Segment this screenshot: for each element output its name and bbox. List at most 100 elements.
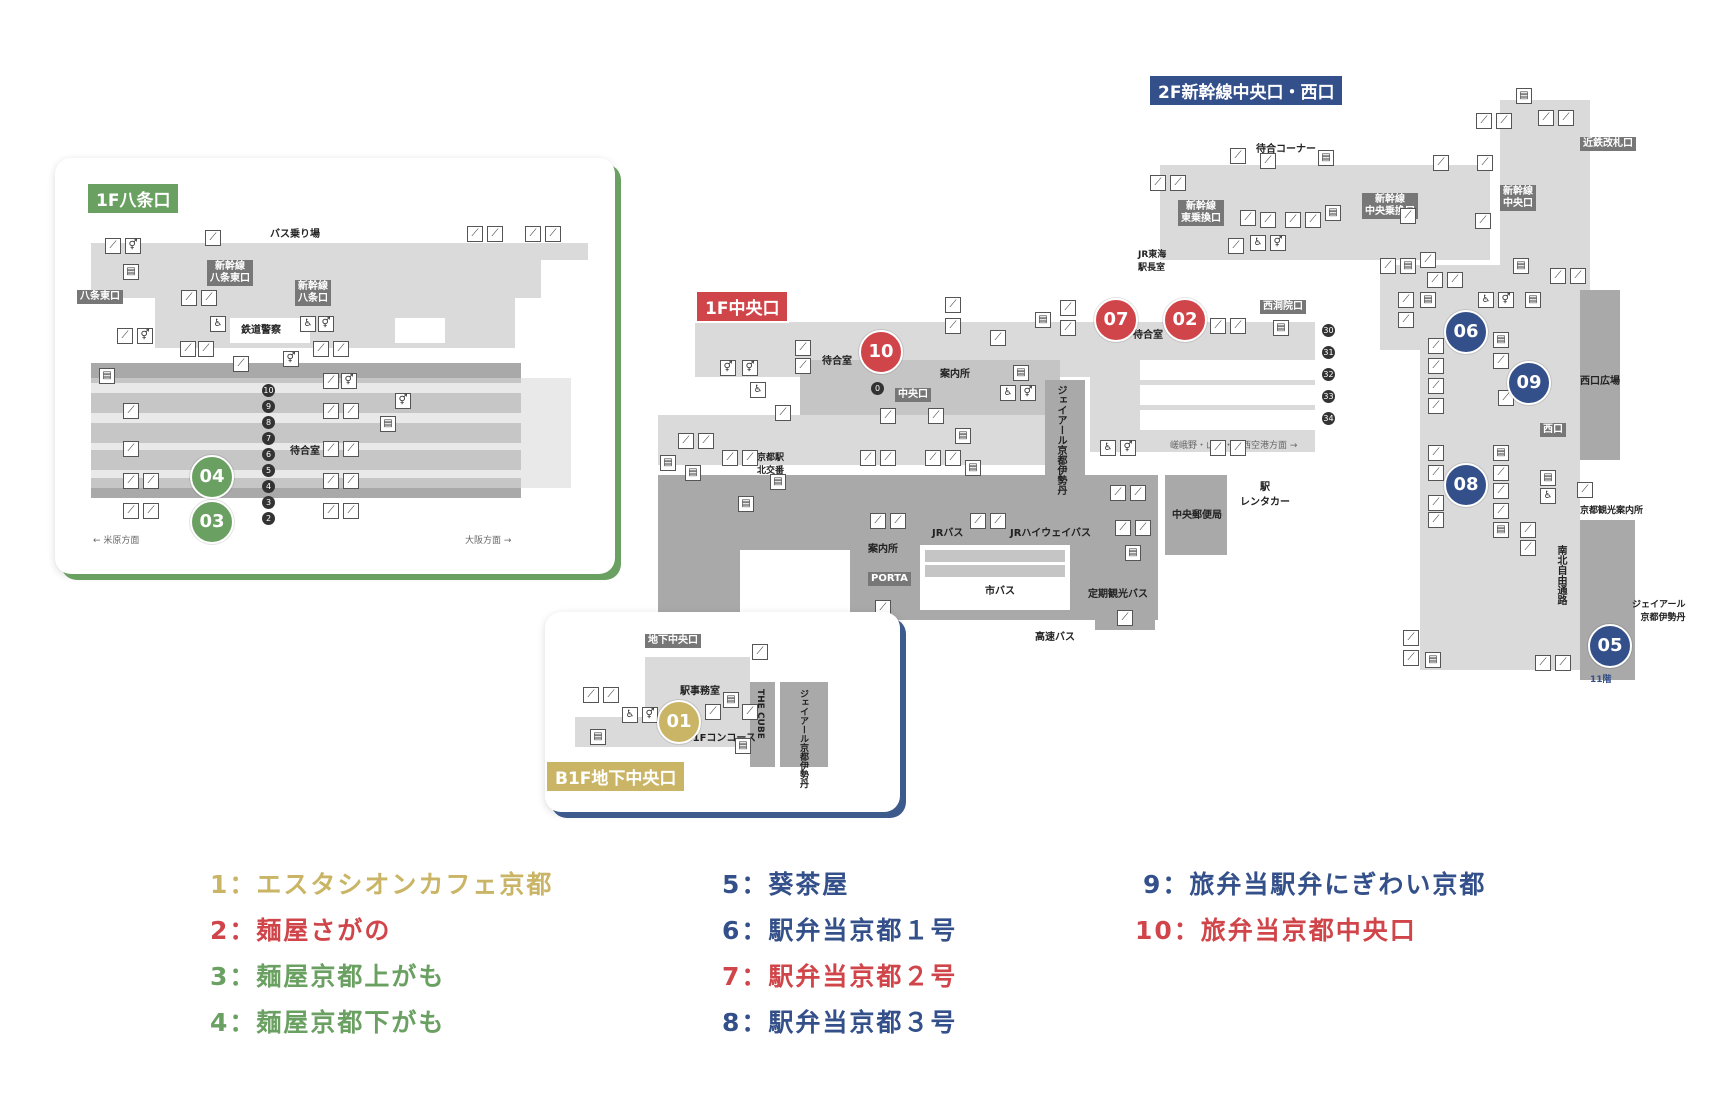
shop-pin-04[interactable]: 04 (190, 455, 234, 499)
b1f-map-panel: 地下中央口 駅事務室 B1Fコンコース THE CUBE ジェイアール京都伊勢丹… (545, 612, 900, 812)
elevator-icon: ▤ (1400, 258, 1416, 274)
wheelchair-icon: ♿ (210, 316, 226, 332)
elevator-icon: ▤ (380, 416, 396, 432)
escalator-icon: ⟋ (487, 226, 503, 242)
escalator-icon: ⟋ (1400, 208, 1416, 224)
kintetsu-gate-label[interactable]: 近鉄改札口 (1580, 137, 1636, 151)
restroom-icon: ⚥ (137, 328, 153, 344)
platform-number: 32 (1322, 368, 1335, 381)
shinkansen-east-transfer-label[interactable]: 新幹線 東乗換口 (1178, 200, 1224, 226)
west-plaza-label: 西口広場 (1580, 376, 1620, 387)
waiting-room-label-2: 待合室 (1133, 330, 1163, 341)
waiting-room-label: 待合室 (290, 446, 320, 457)
elevator-icon: ▤ (1273, 320, 1289, 336)
nishinotoin-label[interactable]: 西洞院口 (1260, 300, 1306, 314)
escalator-icon: ⟋ (1538, 110, 1554, 126)
elevator-icon: ▤ (1420, 292, 1436, 308)
escalator-icon: ⟋ (1130, 485, 1146, 501)
underground-central-label[interactable]: 地下中央口 (645, 634, 701, 648)
elevator-icon: ▤ (1540, 470, 1556, 486)
escalator-icon: ⟋ (1403, 630, 1419, 646)
escalator-icon: ⟋ (945, 318, 961, 334)
escalator-icon: ⟋ (1403, 650, 1419, 666)
waiting-room-label: 待合室 (822, 356, 852, 367)
elevator-icon: ▤ (1493, 332, 1509, 348)
elevator-icon: ▤ (1013, 365, 1029, 381)
escalator-icon: ⟋ (945, 450, 961, 466)
shop-pin-01[interactable]: 01 (657, 700, 701, 744)
jr-tokai-office-label: JR東海 駅長室 (1138, 250, 1167, 273)
escalator-icon: ⟋ (1060, 320, 1076, 336)
escalator-icon: ⟋ (1110, 485, 1126, 501)
shinkansen-central-label[interactable]: 新幹線 中央口 (1500, 185, 1536, 211)
escalator-icon: ⟋ (1230, 440, 1246, 456)
escalator-icon: ⟋ (880, 408, 896, 424)
escalator-icon: ⟋ (928, 408, 944, 424)
shop-pin-05[interactable]: 05 (1588, 624, 1632, 668)
shop-pin-08[interactable]: 08 (1444, 463, 1488, 507)
wheelchair-icon: ♿ (622, 707, 638, 723)
elevator-icon: ▤ (685, 465, 701, 481)
escalator-icon: ⟋ (143, 503, 159, 519)
porta-label[interactable]: PORTA (868, 572, 911, 586)
escalator-icon: ⟋ (1398, 312, 1414, 328)
shinkansen-hachijo-label[interactable]: 新幹線 八条口 (295, 280, 331, 306)
escalator-icon: ⟋ (742, 450, 758, 466)
escalator-icon: ⟋ (1493, 483, 1509, 499)
legend-item-3: 3：麺屋京都上がも (210, 962, 446, 991)
escalator-icon: ⟋ (180, 341, 196, 357)
area-tag-hachijo: 1F八条口 (86, 182, 181, 215)
escalator-icon: ⟋ (1493, 465, 1509, 481)
direction-osaka: 大阪方面 → (465, 536, 512, 546)
shop-pin-02[interactable]: 02 (1163, 298, 1207, 342)
shop-pin-03[interactable]: 03 (190, 500, 234, 544)
shop-pin-06[interactable]: 06 (1444, 310, 1488, 354)
elevator-icon: ▤ (1516, 88, 1532, 104)
central-exit-label[interactable]: 中央口 (895, 388, 931, 402)
west-plaza-block (1580, 290, 1620, 460)
bus-lane (925, 550, 1065, 562)
shop-pin-07[interactable]: 07 (1094, 298, 1138, 342)
escalator-icon: ⟋ (990, 330, 1006, 346)
elevator-icon: ▤ (770, 474, 786, 490)
restroom-icon: ⚥ (318, 316, 334, 332)
west-exit-label[interactable]: 西口 (1540, 423, 1566, 437)
isetan-label: ジェイアール京都伊勢丹 (1055, 385, 1066, 495)
the-cube-label: THE CUBE (755, 689, 765, 739)
escalator-icon: ⟋ (970, 513, 986, 529)
restroom-icon: ⚥ (283, 351, 299, 367)
elevator-icon: ▤ (735, 738, 751, 754)
platform (1140, 385, 1320, 405)
escalator-icon: ⟋ (1240, 210, 1256, 226)
escalator-icon: ⟋ (1427, 272, 1443, 288)
escalator-icon: ⟋ (343, 503, 359, 519)
escalator-icon: ⟋ (1555, 655, 1571, 671)
platform-number: 3 (262, 496, 275, 509)
legend-item-4: 4：麺屋京都下がも (210, 1008, 446, 1037)
shinkansen-hachijo-east-label[interactable]: 新幹線 八条東口 (207, 260, 253, 286)
escalator-icon: ⟋ (1428, 338, 1444, 354)
escalator-icon: ⟋ (343, 473, 359, 489)
escalator-icon: ⟋ (1170, 175, 1186, 191)
escalator-icon: ⟋ (1558, 110, 1574, 126)
shop-pin-09[interactable]: 09 (1507, 361, 1551, 405)
escalator-icon: ⟋ (1520, 540, 1536, 556)
escalator-icon: ⟋ (1535, 655, 1551, 671)
elevator-icon: ▤ (1325, 205, 1341, 221)
wheelchair-icon: ♿ (1250, 235, 1266, 251)
escalator-icon: ⟋ (105, 238, 121, 254)
elevator-icon: ▤ (1425, 652, 1441, 668)
escalator-icon: ⟋ (123, 403, 139, 419)
platform-number: 5 (262, 464, 275, 477)
elevator-icon: ▤ (590, 729, 606, 745)
escalator-icon: ⟋ (698, 433, 714, 449)
escalator-icon: ⟋ (1433, 155, 1449, 171)
escalator-icon: ⟋ (1135, 520, 1151, 536)
escalator-icon: ⟋ (752, 644, 768, 660)
escalator-icon: ⟋ (775, 405, 791, 421)
hachijo-east-label[interactable]: 八条東口 (77, 290, 123, 304)
shop-pin-10[interactable]: 10 (859, 330, 903, 374)
platform-number: 30 (1322, 324, 1335, 337)
escalator-icon: ⟋ (201, 290, 217, 306)
area-tag-shinkansen: 2F新幹線中央口・西口 (1148, 74, 1345, 107)
